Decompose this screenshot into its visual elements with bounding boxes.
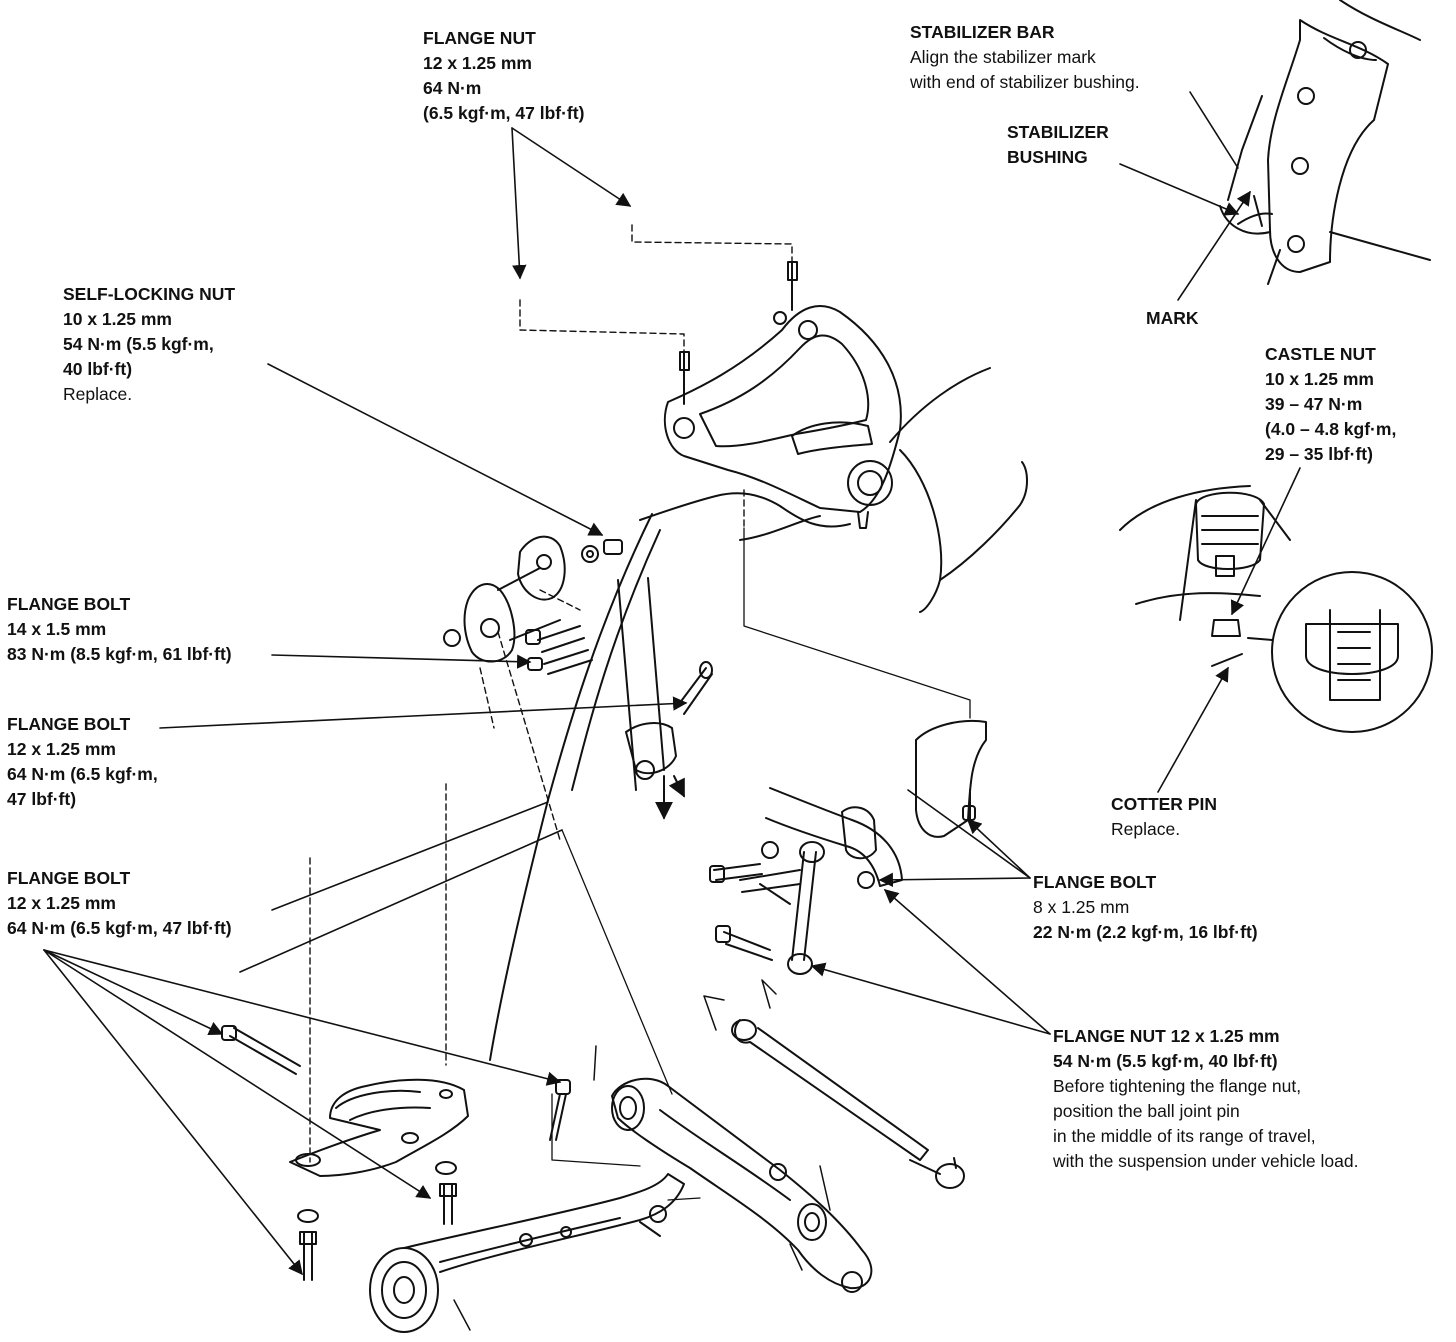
- lower-control-arm: [611, 1077, 873, 1293]
- flange-nut-bottom-note-2: position the ball joint pin: [1053, 1101, 1240, 1121]
- flange-bolt-12a-title: FLANGE BOLT: [7, 714, 131, 734]
- castle-nut-torque-kgf: (4.0 – 4.8 kgf·m,: [1265, 419, 1397, 439]
- flange-nut-bottom-note-3: in the middle of its range of travel,: [1053, 1126, 1316, 1146]
- flange-bolt-12a-size: 12 x 1.25 mm: [7, 739, 116, 759]
- self-locking-nut-size: 10 x 1.25 mm: [63, 309, 172, 329]
- cotter-pin-note: Replace.: [1111, 819, 1181, 839]
- flange-nut-top-torque-alt: (6.5 kgf·m, 47 lbf·ft): [423, 103, 585, 123]
- flange-nut-top-size: 12 x 1.25 mm: [423, 53, 532, 73]
- leader-lines: [43, 91, 1301, 1276]
- assembly-lines: [309, 224, 793, 1163]
- knuckle-body: [639, 367, 1028, 613]
- flange-nut-bottom-callout: FLANGE NUT 12 x 1.25 mm 54 N·m (5.5 kgf·…: [1053, 1024, 1358, 1174]
- flange-nut-top-title: FLANGE NUT: [423, 28, 536, 48]
- self-locking-nut-torque-alt: 40 lbf·ft): [63, 359, 133, 379]
- flange-bolt-14-size: 14 x 1.5 mm: [7, 619, 107, 639]
- castle-nut-inset: [1119, 485, 1433, 733]
- self-locking-nut-torque: 54 N·m (5.5 kgf·m,: [63, 334, 214, 354]
- radius-rod: [731, 1019, 965, 1189]
- stabilizer-bushing-line-2: BUSHING: [1007, 147, 1088, 167]
- flange-nut-top-callout: FLANGE NUT 12 x 1.25 mm 64 N·m (6.5 kgf·…: [423, 26, 584, 126]
- flange-nut-bottom-torque: 54 N·m (5.5 kgf·m, 40 lbf·ft): [1053, 1051, 1278, 1071]
- flange-bolt-14-title: FLANGE BOLT: [7, 594, 131, 614]
- flange-bolt-12b-torque: 64 N·m (6.5 kgf·m, 47 lbf·ft): [7, 918, 232, 938]
- upper-control-arm: [663, 261, 902, 529]
- flange-nut-bottom-title: FLANGE NUT 12 x 1.25 mm: [1053, 1026, 1280, 1046]
- stabilizer-bar-callout: STABILIZER BAR Align the stabilizer mark…: [910, 20, 1140, 95]
- damper-fork: [625, 661, 713, 820]
- self-locking-nut-note: Replace.: [63, 384, 133, 404]
- flange-bolt-8-size: 8 x 1.25 mm: [1033, 897, 1130, 917]
- self-locking-nut-callout: SELF-LOCKING NUT 10 x 1.25 mm 54 N·m (5.…: [63, 282, 235, 407]
- castle-nut-torque-lbf: 29 – 35 lbf·ft): [1265, 444, 1373, 464]
- castle-nut-callout: CASTLE NUT 10 x 1.25 mm 39 – 47 N·m (4.0…: [1265, 342, 1396, 467]
- flange-bolt-12b-title: FLANGE BOLT: [7, 868, 131, 888]
- stabilizer-assembly: [709, 720, 987, 975]
- flange-nut-top-torque: 64 N·m: [423, 78, 482, 98]
- cotter-pin-callout: COTTER PIN Replace.: [1111, 792, 1217, 842]
- flange-bolt-8-torque: 22 N·m (2.2 kgf·m, 16 lbf·ft): [1033, 922, 1258, 942]
- stabilizer-bushing-callout: STABILIZER BUSHING: [1007, 120, 1109, 170]
- flange-bolt-14-callout: FLANGE BOLT 14 x 1.5 mm 83 N·m (8.5 kgf·…: [7, 592, 232, 667]
- flange-bolt-12a-callout: FLANGE BOLT 12 x 1.25 mm 64 N·m (6.5 kgf…: [7, 712, 158, 812]
- self-locking-nut-title: SELF-LOCKING NUT: [63, 284, 236, 304]
- castle-nut-title: CASTLE NUT: [1265, 344, 1376, 364]
- strut-curve: [489, 513, 665, 1061]
- mark-callout: MARK: [1146, 306, 1199, 331]
- castle-nut-torque: 39 – 47 N·m: [1265, 394, 1363, 414]
- flange-bolt-14-torque: 83 N·m (8.5 kgf·m, 61 lbf·ft): [7, 644, 232, 664]
- compliance-bracket: [443, 535, 623, 675]
- flange-bolt-12a-torque: 64 N·m (6.5 kgf·m,: [7, 764, 158, 784]
- flange-bolt-8-callout: FLANGE BOLT 8 x 1.25 mm 22 N·m (2.2 kgf·…: [1033, 870, 1258, 945]
- flange-bolt-12a-torque-alt: 47 lbf·ft): [7, 789, 77, 809]
- flange-nut-bottom-note-1: Before tightening the flange nut,: [1053, 1076, 1302, 1096]
- flange-nut-bottom-note-4: with the suspension under vehicle load.: [1053, 1151, 1359, 1171]
- flange-bolt-12b-size: 12 x 1.25 mm: [7, 893, 116, 913]
- trailing-arm: [369, 1173, 685, 1333]
- stabilizer-inset: [1219, 0, 1431, 285]
- stabilizer-bar-note-2: with end of stabilizer bushing.: [910, 72, 1140, 92]
- motion-arrows: [453, 979, 831, 1331]
- cotter-pin-title: COTTER PIN: [1111, 794, 1217, 814]
- stabilizer-bar-note-1: Align the stabilizer mark: [910, 47, 1096, 67]
- castle-nut-size: 10 x 1.25 mm: [1265, 369, 1374, 389]
- reference-lines: [551, 527, 971, 1201]
- mark-label: MARK: [1146, 308, 1199, 328]
- stabilizer-bushing-line-1: STABILIZER: [1007, 122, 1109, 142]
- stabilizer-bar-title: STABILIZER BAR: [910, 22, 1055, 42]
- mounting-bracket: [221, 1025, 571, 1281]
- flange-bolt-12b-callout: FLANGE BOLT 12 x 1.25 mm 64 N·m (6.5 kgf…: [7, 866, 232, 941]
- flange-bolt-8-title: FLANGE BOLT: [1033, 872, 1157, 892]
